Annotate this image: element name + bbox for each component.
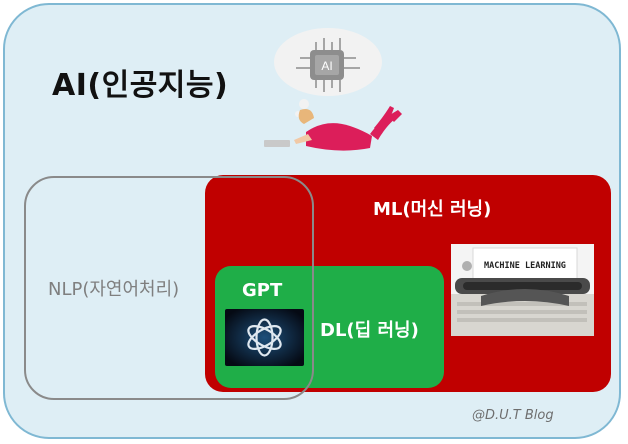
ai-label: AI(인공지능) [52,68,229,103]
person-laptop-illustration: AI [264,28,402,151]
dl-label: DL(딥 러닝) [320,320,419,341]
blog-watermark: @D.U.T Blog [472,408,554,423]
ai-chip-icon [296,38,360,92]
nlp-region [24,176,314,400]
ml-label: ML(머신 러닝) [373,199,492,220]
nlp-label: NLP(자연어처리) [48,279,180,300]
gpt-label: GPT [242,280,283,301]
openai-logo-icon [225,309,304,366]
chip-label: AI [321,59,332,73]
typewriter-paper-text: MACHINE LEARNING [484,261,566,271]
typewriter-image: MACHINE LEARNING [451,244,594,336]
